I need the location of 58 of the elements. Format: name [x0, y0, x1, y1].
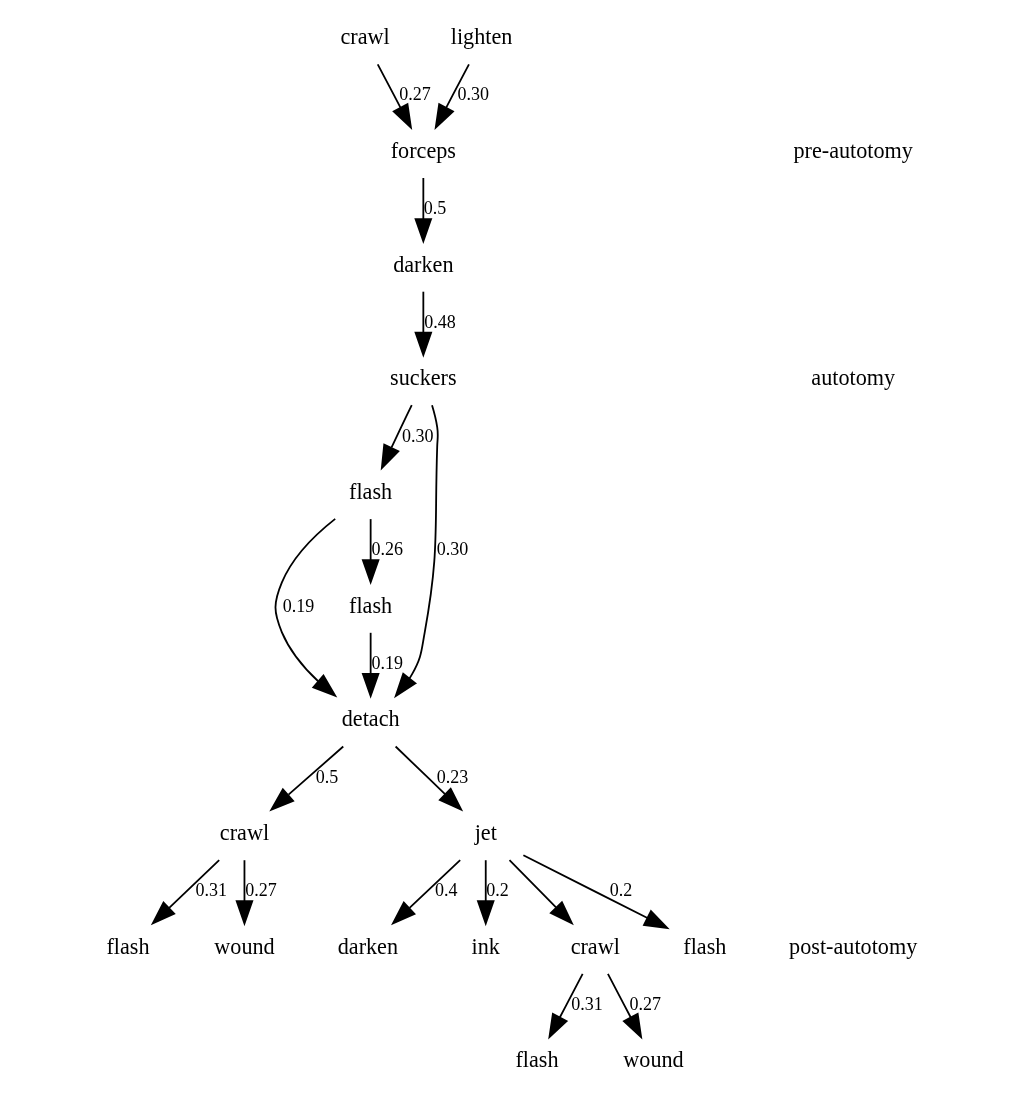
arrow	[548, 973, 584, 1040]
arrow	[274, 517, 338, 698]
node-text: detach	[341, 706, 400, 732]
arrow	[434, 63, 470, 130]
arrow	[476, 859, 495, 927]
node-text: jet	[474, 820, 497, 846]
node-text: lighten	[450, 24, 513, 50]
label: pre-autotomy	[793, 137, 913, 163]
node-text: forceps	[390, 137, 456, 163]
node-text: flash	[683, 933, 727, 959]
arrow	[508, 859, 574, 926]
edge-label: 0.19	[371, 652, 404, 673]
arrow	[361, 631, 380, 699]
edge-label: 0.5	[423, 198, 447, 219]
arrow	[414, 177, 433, 244]
arrow	[394, 745, 464, 812]
arrow	[380, 404, 413, 471]
node-text: crawl	[570, 933, 620, 959]
edge-label: 0.30	[436, 539, 469, 560]
node-text: flash	[106, 933, 150, 959]
node-text: flash	[349, 592, 393, 618]
node-text: crawl	[219, 820, 270, 846]
node-text: suckers	[390, 365, 457, 391]
node-text: wound	[623, 1047, 684, 1073]
arrow	[607, 973, 643, 1040]
arrow	[522, 854, 670, 930]
edge-label: 0.5	[315, 766, 339, 787]
arrow	[414, 290, 433, 358]
edge-label: 0.30	[457, 84, 490, 105]
edge-label: 0.48	[424, 311, 456, 332]
arrow	[361, 518, 380, 586]
arrow	[391, 859, 462, 926]
edge-label: 0.27	[245, 880, 277, 901]
edge-label: 0.31	[195, 880, 227, 901]
node-text: darken	[393, 251, 454, 277]
node-text: darken	[337, 933, 399, 959]
edge-label: 0.27	[629, 994, 661, 1015]
edge-label: 0.30	[402, 425, 434, 446]
arrow	[150, 859, 221, 926]
node-text: crawl	[340, 24, 390, 50]
edge-label: 0.2	[609, 880, 633, 901]
node-text: flash	[515, 1047, 559, 1073]
edge-label: 0.31	[571, 994, 603, 1015]
arrow	[394, 404, 439, 699]
label: autotomy	[811, 365, 896, 391]
arrow	[376, 63, 413, 130]
edge-label: 0.26	[371, 539, 404, 560]
edge-label: 0.4	[434, 880, 458, 901]
edge-label: 0.2	[486, 880, 509, 901]
label: post-autotomy	[789, 933, 918, 959]
node-text: wound	[214, 933, 275, 959]
edge-label: 0.23	[436, 766, 469, 787]
edge-label: 0.27	[399, 84, 431, 105]
arrow	[235, 859, 254, 927]
node-text: flash	[349, 478, 393, 504]
edge-label: 0.19	[282, 596, 315, 617]
arrow	[269, 745, 345, 812]
node-text: ink	[471, 933, 500, 959]
